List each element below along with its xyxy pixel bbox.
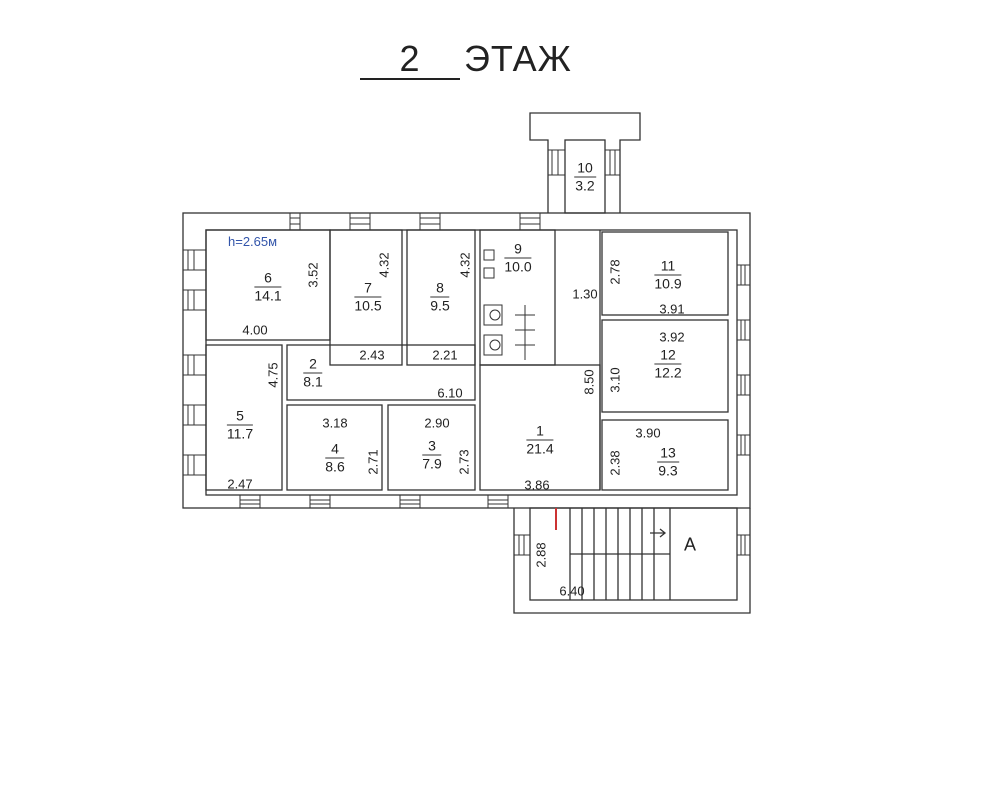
windows [183, 149, 750, 556]
dimension-label: 2.21 [432, 347, 458, 363]
floor-number: 2 [360, 40, 460, 80]
tower-wall [529, 112, 641, 213]
dimension-label: 2.43 [359, 347, 385, 363]
dimension-label: 6.40 [559, 583, 585, 599]
dimension-label: 2.73 [456, 449, 472, 475]
stair-label: A [683, 534, 697, 555]
room-7-outline [329, 229, 403, 366]
dimension-label: 2.47 [227, 476, 253, 492]
dimension-label: 4.32 [376, 252, 392, 278]
room-4-outline [286, 404, 383, 491]
room-10-outline [564, 139, 606, 214]
dimension-label: 6.10 [437, 385, 463, 401]
dimension-label: 4.75 [265, 362, 281, 388]
room-5-outline [205, 344, 283, 491]
stair-steps [569, 508, 671, 600]
dimension-label: 3.52 [305, 262, 321, 288]
floor-word: ЭТАЖ [464, 38, 572, 79]
dimension-label: 3.90 [635, 425, 661, 441]
dimension-label: 2.90 [424, 415, 450, 431]
room-13-outline [601, 419, 729, 491]
dimension-label: 1.30 [572, 286, 598, 302]
dimension-label: 3.18 [322, 415, 348, 431]
dimension-label: 4.32 [457, 252, 473, 278]
room-12-outline [601, 319, 729, 413]
toilet-fixtures [483, 249, 535, 360]
dimension-label: 3.91 [659, 301, 685, 317]
dimension-label: 2.71 [365, 449, 381, 475]
stair-inner [529, 507, 738, 601]
ceiling-height-note: h=2.65м [228, 234, 278, 249]
dimension-label: 4.00 [242, 322, 268, 338]
room-2-outline [286, 344, 476, 401]
dimension-label: 2.78 [607, 259, 623, 285]
dimension-label: 2.38 [607, 450, 623, 476]
stair-block-wall [513, 508, 751, 614]
dimension-label: 2.88 [533, 542, 549, 568]
room-11-outline [601, 231, 729, 316]
dimension-label: 3.10 [607, 367, 623, 393]
room-8-outline [406, 229, 476, 366]
room-3-outline [387, 404, 476, 491]
dimension-label: 8.50 [581, 369, 597, 395]
dimension-label: 3.86 [524, 477, 550, 493]
outer-wall [182, 212, 751, 509]
dimension-label: 3.92 [659, 329, 685, 345]
